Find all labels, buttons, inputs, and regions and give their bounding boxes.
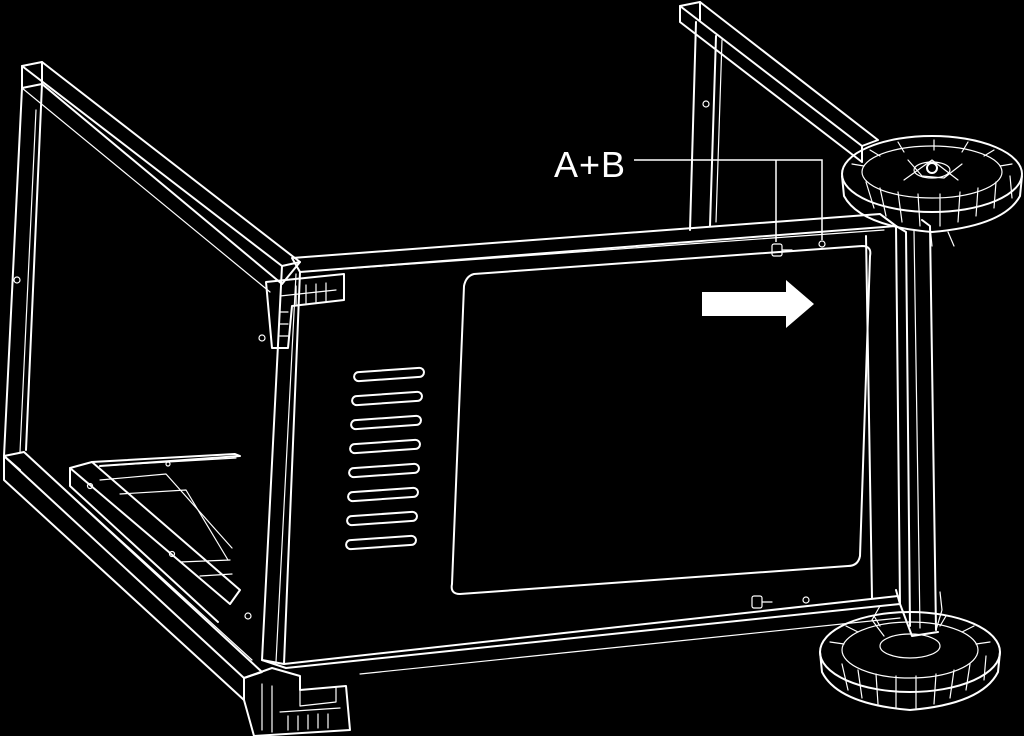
top-corner-bracket — [265, 273, 345, 349]
bottom-wheel — [819, 611, 1001, 711]
arrow-right-icon — [702, 280, 814, 328]
side-panel — [244, 213, 901, 675]
screw-icon — [771, 240, 826, 257]
vent-slots — [345, 366, 425, 551]
back-right-rail — [679, 1, 879, 231]
callout-label: A+B — [554, 144, 626, 185]
left-frame — [3, 61, 301, 701]
callout-leader — [634, 159, 823, 242]
top-wheel — [841, 135, 1023, 247]
screw-icon — [751, 595, 810, 609]
wheel-axle — [871, 219, 943, 637]
bottom-corner-bracket — [243, 667, 351, 736]
